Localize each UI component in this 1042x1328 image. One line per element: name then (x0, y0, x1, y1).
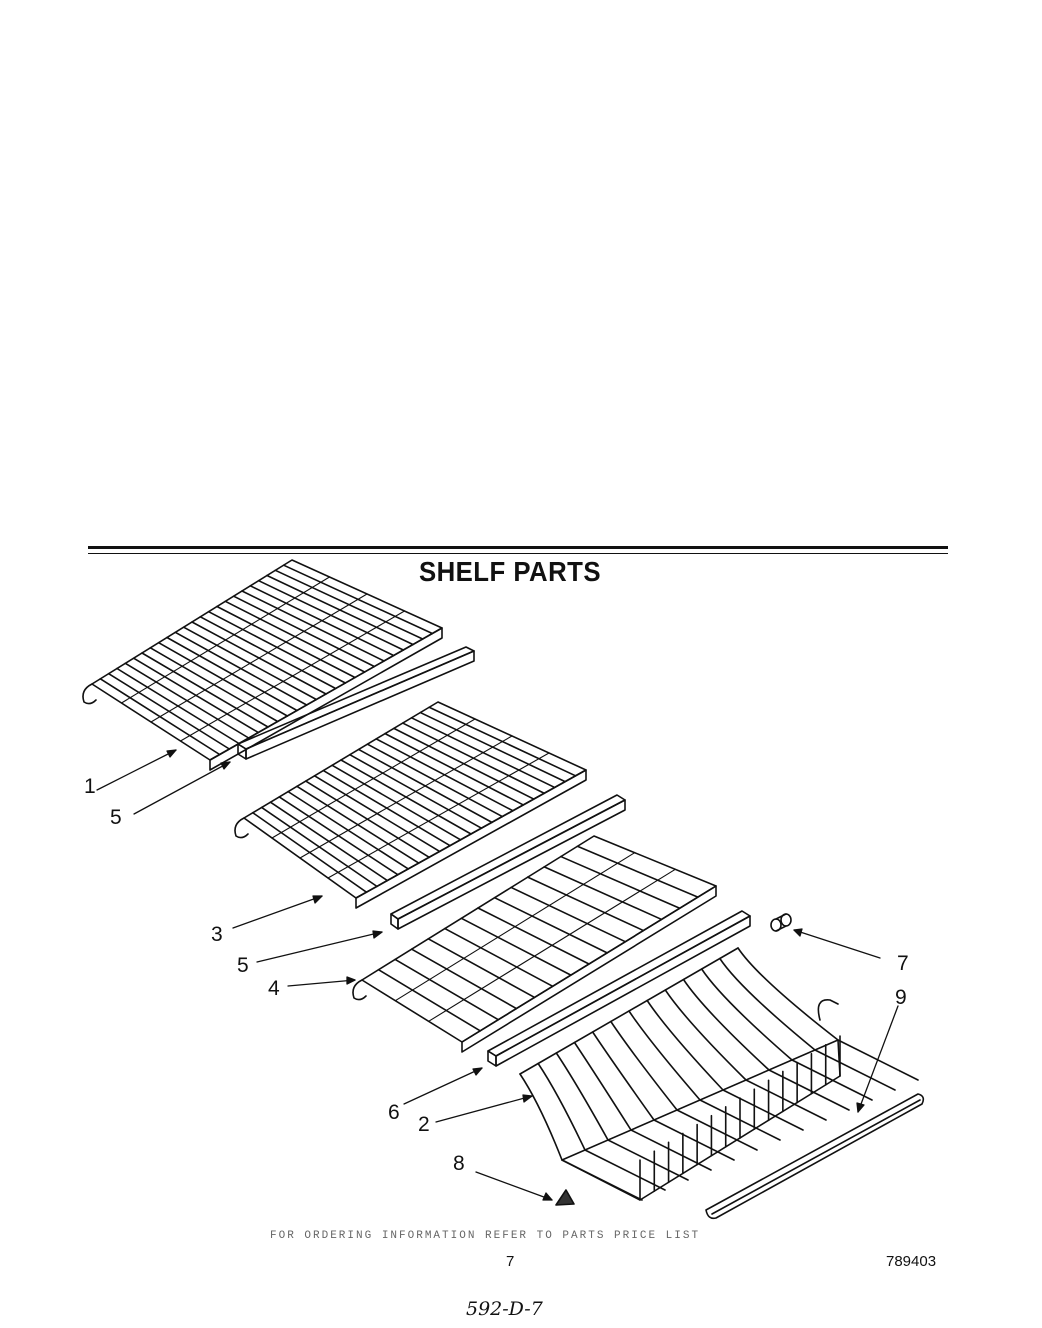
glide-8 (555, 1189, 575, 1206)
shelf-trim-5-lower (390, 794, 626, 930)
shelf-trim-5-upper (237, 646, 475, 760)
wire-basket-2 (519, 947, 919, 1201)
callout-8: 8 (453, 1152, 465, 1175)
callout-7: 7 (897, 952, 909, 975)
callout-4: 4 (268, 977, 280, 1000)
basket-trim-6 (487, 910, 751, 1067)
wire-shelf-4 (352, 835, 717, 1053)
wire-shelf-3 (234, 701, 587, 909)
header-rule-thin (88, 553, 948, 554)
callout-1: 1 (84, 775, 96, 798)
leader-lines (96, 749, 899, 1201)
wire-shelf-1 (82, 559, 443, 771)
callout-5-lower: 5 (237, 954, 249, 977)
callout-2: 2 (418, 1113, 430, 1136)
ordering-note: FOR ORDERING INFORMATION REFER TO PARTS … (270, 1230, 701, 1242)
callout-3: 3 (211, 923, 223, 946)
header-rule-thick (88, 546, 948, 549)
handwritten-note: 592-D-7 (466, 1298, 543, 1320)
roller-7 (770, 913, 792, 932)
callout-5-upper: 5 (110, 806, 122, 829)
page-number: 7 (506, 1253, 515, 1270)
diagram-code: 789403 (886, 1253, 937, 1270)
callout-9: 9 (895, 986, 907, 1009)
slide-rail-9 (705, 1093, 925, 1220)
diagram-title: SHELF PARTS (418, 556, 602, 587)
callout-6: 6 (388, 1101, 400, 1124)
